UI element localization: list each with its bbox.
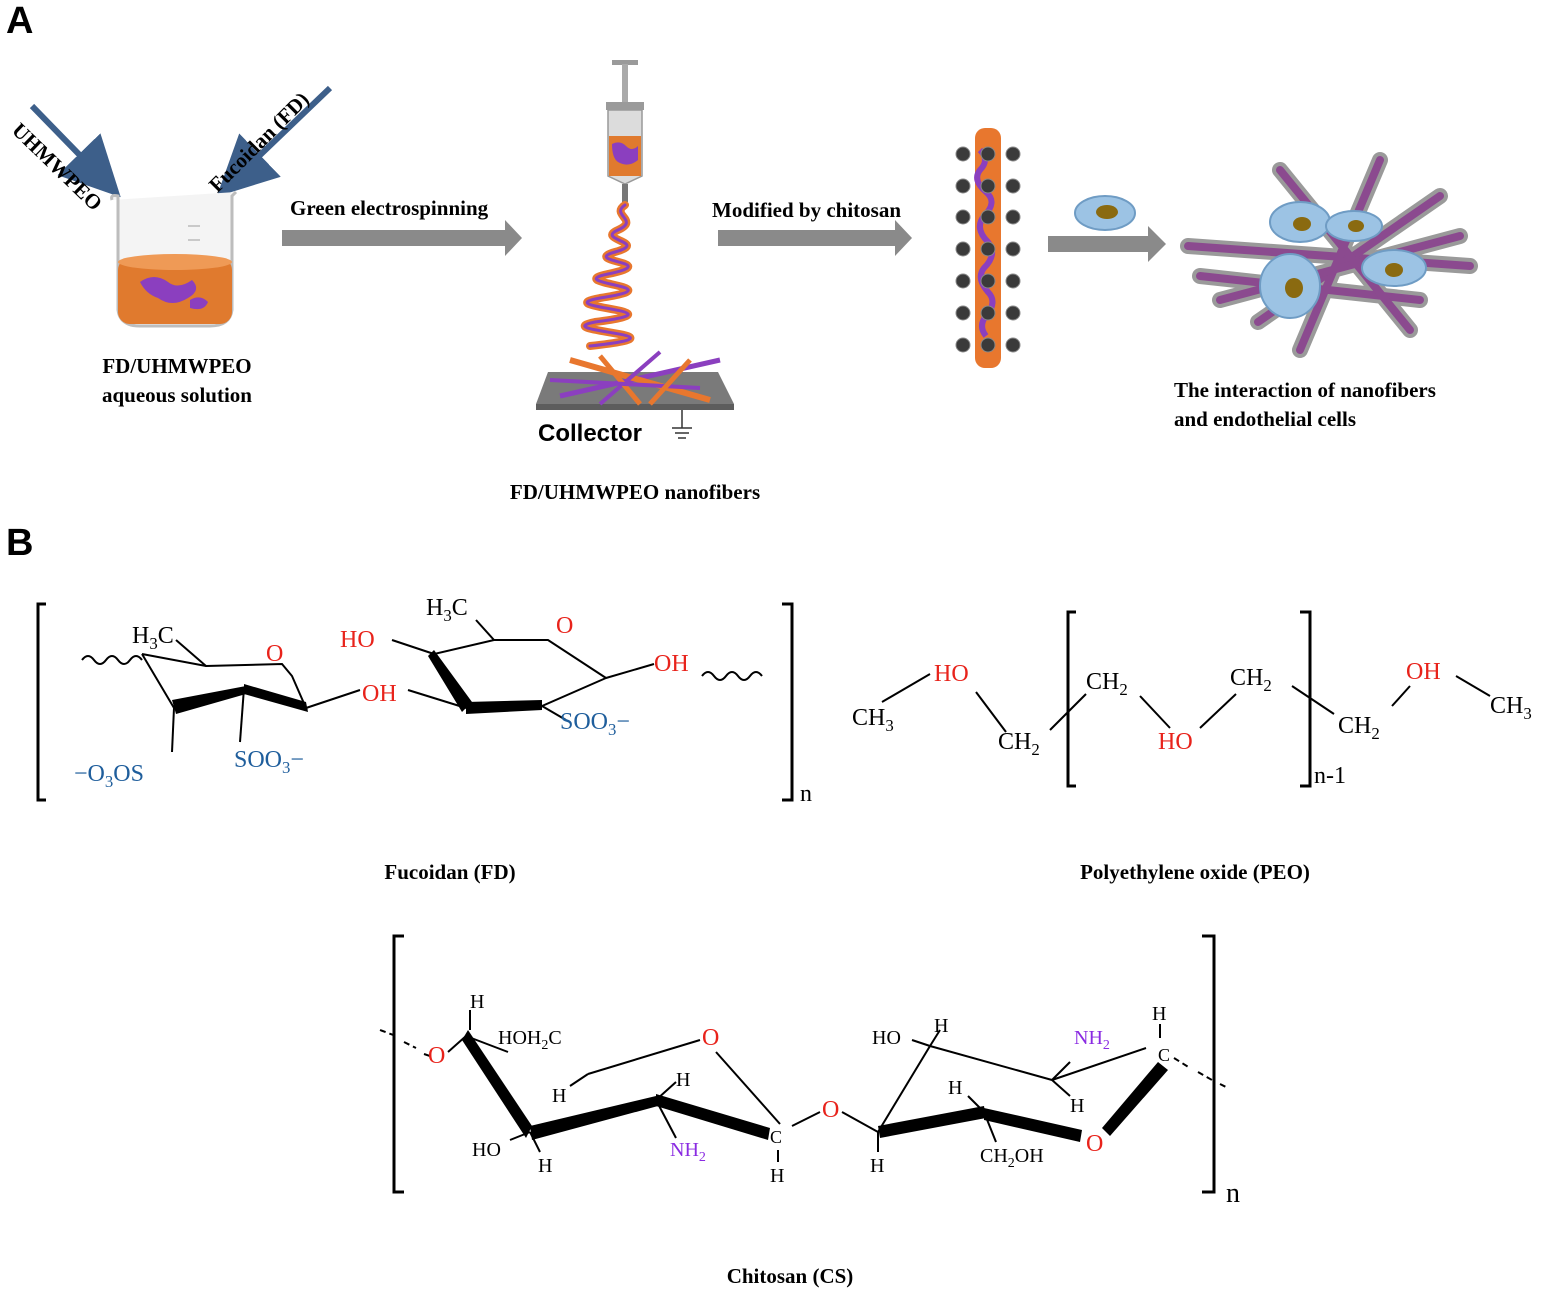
cs-c2: C (1158, 1045, 1171, 1065)
peo-ch2-c: CH2 (1230, 665, 1272, 695)
collector-plate (536, 350, 734, 439)
panel-a-label: A (6, 0, 34, 42)
peo-ho-left: HO (934, 661, 969, 687)
nanofiber-caption: FD/UHMWPEO nanofibers (509, 480, 761, 504)
peo-ch3-left: CH3 (852, 705, 894, 735)
peo-ch2-a: CH2 (998, 729, 1040, 759)
fd-ring1-oxygen: O (266, 641, 284, 667)
peo-ch2-b: CH2 (1086, 669, 1128, 699)
peo-oh-right: OH (1406, 659, 1441, 685)
cs-nh2-a: NH2 (670, 1139, 706, 1165)
cs-h4: H (538, 1155, 553, 1177)
cs-o-bridge: O (822, 1097, 840, 1123)
panel-b-label: B (6, 522, 34, 564)
cs-h6: H (934, 1015, 949, 1037)
cs-ch2oh: CH2OH (980, 1145, 1044, 1171)
fiber-network (1180, 152, 1478, 358)
step-chitosan-label: Modified by chitosan (712, 198, 902, 222)
beaker-caption-line-1: FD/UHMWPEO (102, 354, 252, 378)
fd-oh-end: OH (654, 651, 689, 677)
peo-repeat-n1: n-1 (1314, 763, 1346, 789)
cs-h9: H (948, 1077, 963, 1099)
cs-o-ring1: O (702, 1025, 720, 1051)
fd-soo3-b: SOO3− (560, 709, 630, 739)
arrow-fucoidan (216, 85, 333, 197)
cs-h3: H (676, 1069, 691, 1091)
cs-o-left: O (428, 1043, 446, 1069)
chitosan-caption: Chitosan (CS) (726, 1264, 854, 1288)
step-electrospinning-label: Green electrospinning (290, 196, 489, 220)
fd-oh-link: OH (362, 681, 397, 707)
beaker-caption: FD/UHMWPEO aqueous solution (72, 352, 282, 410)
peo-caption: Polyethylene oxide (PEO) (1080, 860, 1310, 884)
cells-caption: The interaction of nanofibers and endoth… (1174, 376, 1494, 434)
fd-h3c-right: H3C (426, 595, 468, 625)
cs-nh2-b: NH2 (1074, 1027, 1110, 1053)
fd-o3s-group: −O3OS (74, 761, 144, 791)
cells-caption-line-1: The interaction of nanofibers (1174, 378, 1436, 402)
syringe-icon (606, 60, 644, 202)
cs-h5: H (770, 1165, 785, 1187)
charge-beads (955, 146, 1021, 353)
cs-hoh2c: HOH2C (498, 1027, 562, 1053)
fd-h3c-left: H3C (132, 623, 174, 653)
cs-ho2: HO (872, 1027, 901, 1049)
panel-a-graphics (29, 60, 1478, 439)
cs-repeat-n: n (1226, 1178, 1240, 1209)
fd-soo3-a: SOO3− (234, 747, 304, 777)
process-arrows (282, 220, 1166, 262)
arrow-uhmwpeo (29, 103, 121, 198)
cs-o-ring2: O (1086, 1131, 1104, 1157)
electrospun-jet (580, 201, 635, 350)
endothelial-cell-icon (1074, 195, 1136, 231)
cs-ho1: HO (472, 1139, 501, 1161)
cs-h8: H (1070, 1095, 1085, 1117)
cs-h2: H (552, 1085, 567, 1107)
peo-ho-mid: HO (1158, 729, 1193, 755)
beaker-caption-line-2: aqueous solution (102, 383, 252, 407)
fd-repeat-n: n (800, 781, 812, 807)
beaker-icon (110, 190, 238, 328)
cells-caption-line-2: and endothelial cells (1174, 407, 1357, 431)
fd-ho: HO (340, 627, 375, 653)
cs-h1: H (470, 991, 485, 1013)
peo-ch3-right: CH3 (1490, 693, 1532, 723)
peo-ch2-d: CH2 (1338, 713, 1380, 743)
cs-h10: H (870, 1155, 885, 1177)
fd-ring2-oxygen: O (556, 613, 574, 639)
collector-label: Collector (538, 420, 643, 447)
cs-c1: C (770, 1127, 783, 1147)
fucoidan-caption: Fucoidan (FD) (384, 860, 516, 884)
cs-h7: H (1152, 1003, 1167, 1025)
